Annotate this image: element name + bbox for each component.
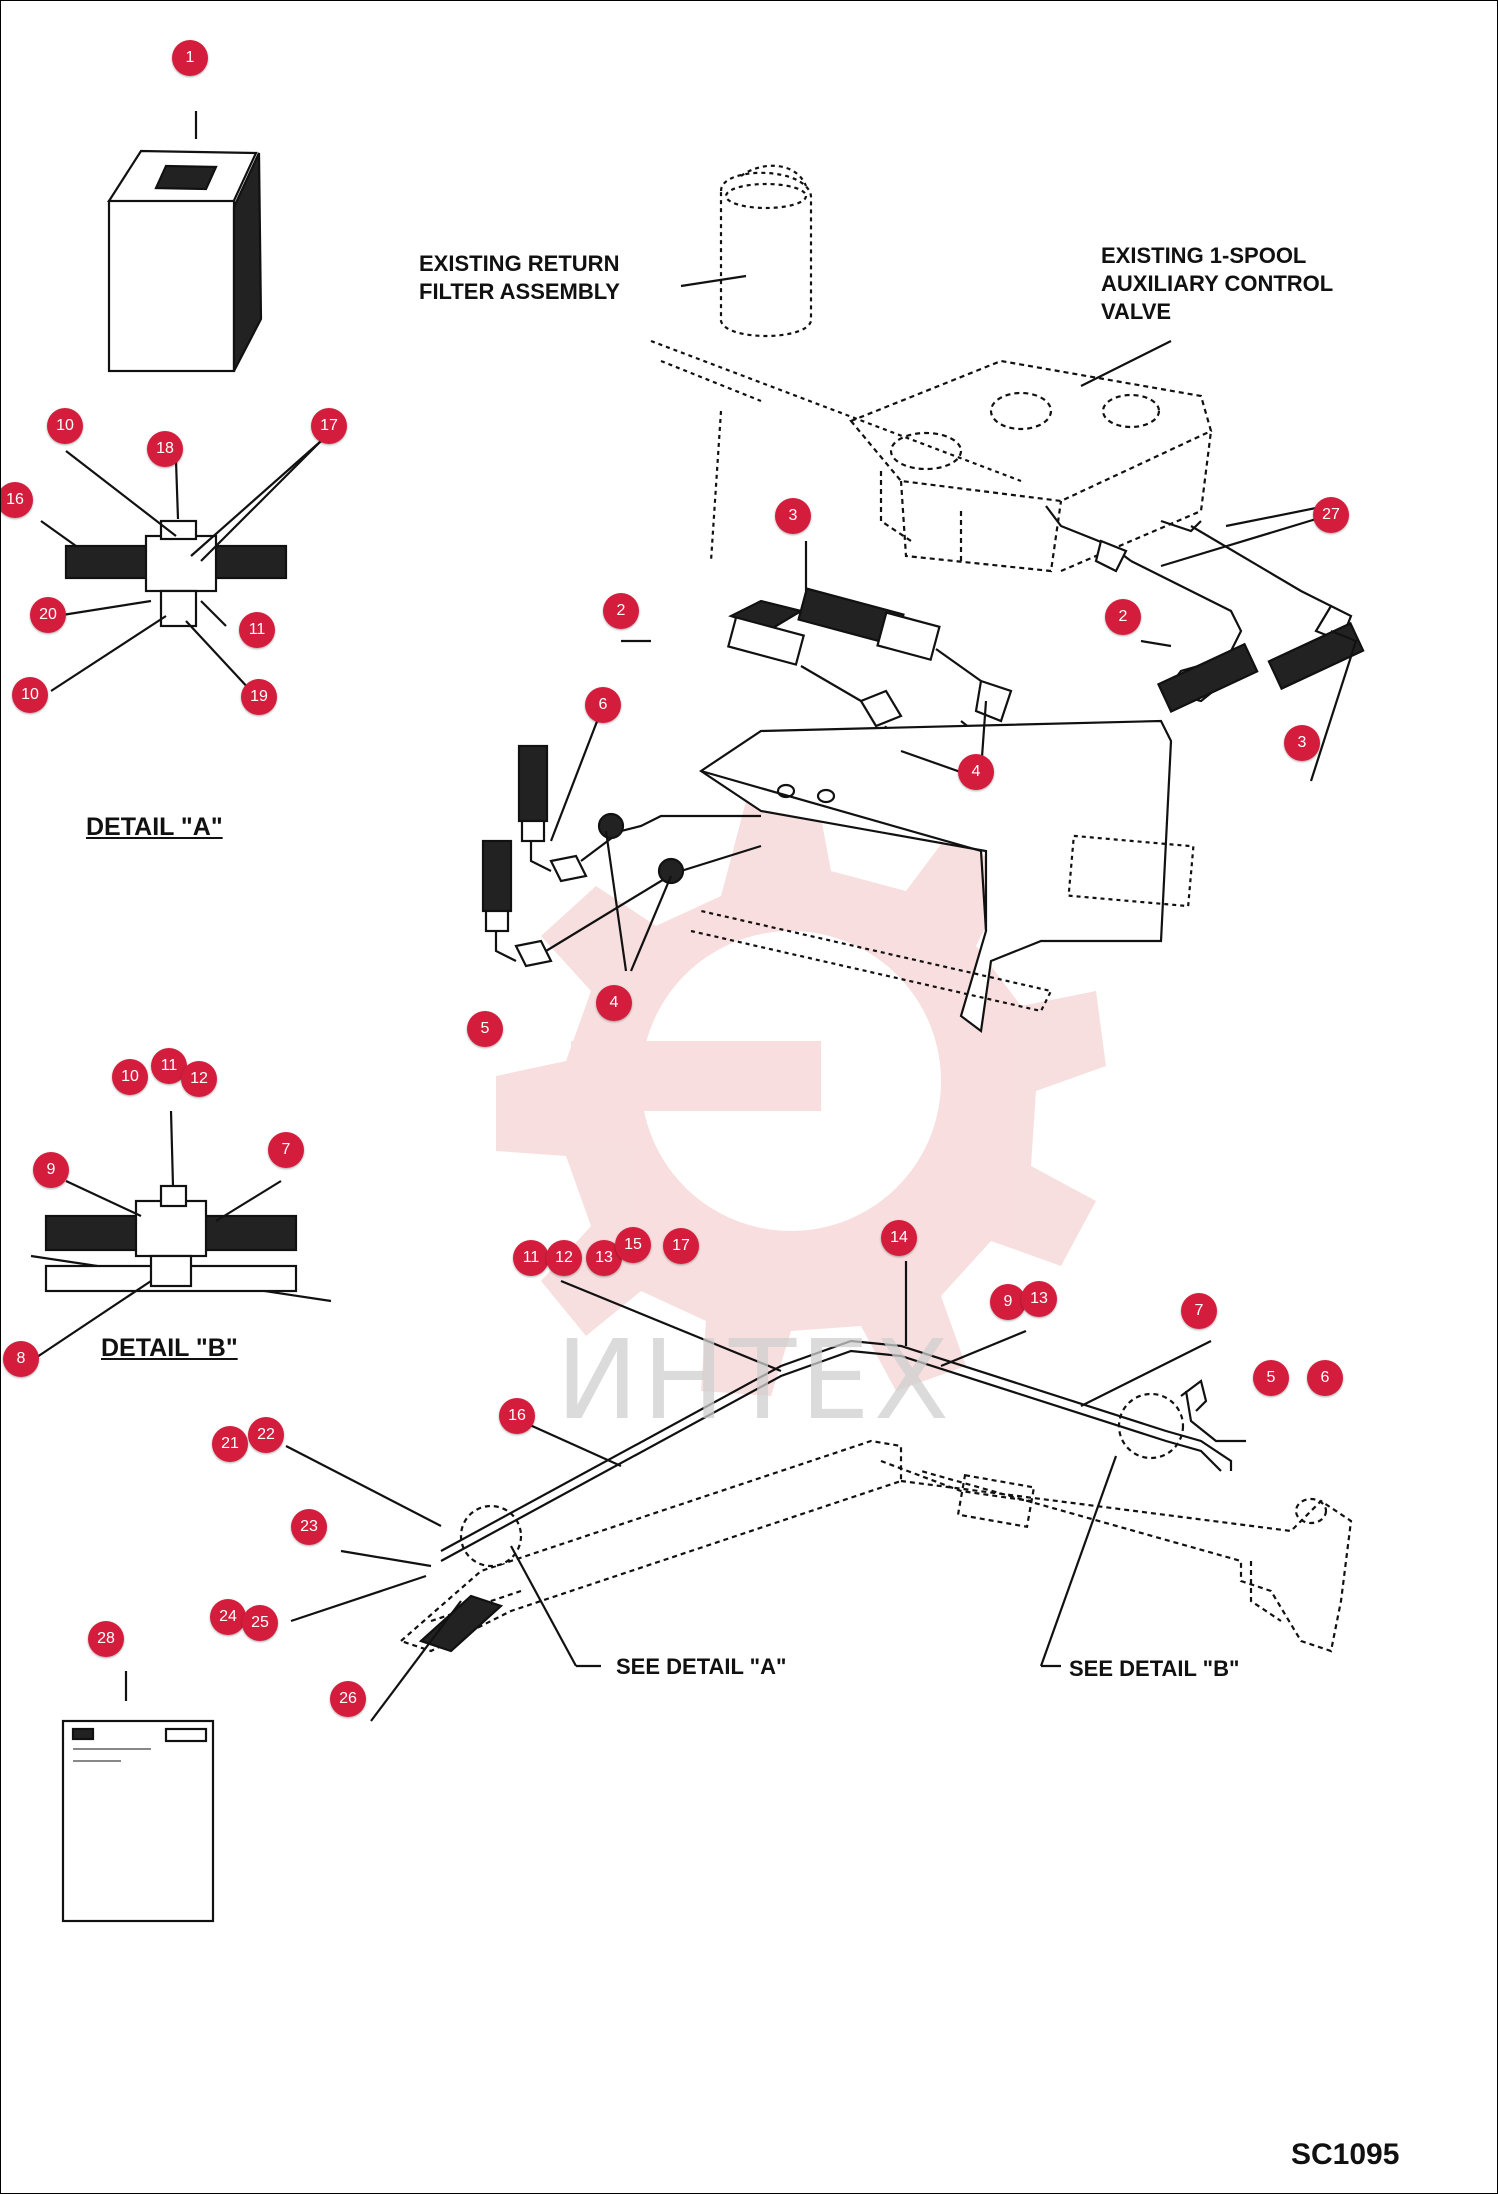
detail-b-title: DETAIL "B" (101, 1334, 238, 1362)
callout-11[interactable]: 11 (513, 1240, 549, 1276)
callout-3[interactable]: 3 (775, 498, 811, 534)
callout-17[interactable]: 17 (663, 1228, 699, 1264)
callout-12[interactable]: 12 (546, 1240, 582, 1276)
callout-7[interactable]: 7 (268, 1132, 304, 1168)
callout-24[interactable]: 24 (210, 1599, 246, 1635)
callout-2[interactable]: 2 (1105, 599, 1141, 635)
callout-18[interactable]: 18 (147, 431, 183, 467)
callout-16[interactable]: 16 (1, 482, 33, 518)
see-detail-b-label: SEE DETAIL "B" (1069, 1656, 1240, 1681)
callout-6[interactable]: 6 (1307, 1360, 1343, 1396)
callout-14[interactable]: 14 (881, 1220, 917, 1256)
callout-10[interactable]: 10 (12, 677, 48, 713)
callout-26[interactable]: 26 (330, 1681, 366, 1717)
callout-3[interactable]: 3 (1284, 725, 1320, 761)
callout-8[interactable]: 8 (3, 1341, 39, 1377)
callout-6[interactable]: 6 (585, 687, 621, 723)
watermark: ИНТЕХ (556, 1316, 954, 1444)
callout-17[interactable]: 17 (311, 408, 347, 444)
detail-a-title: DETAIL "A" (86, 813, 223, 841)
callout-2[interactable]: 2 (603, 593, 639, 629)
callout-4[interactable]: 4 (596, 985, 632, 1021)
callout-27[interactable]: 27 (1313, 497, 1349, 533)
callout-28[interactable]: 28 (88, 1621, 124, 1657)
callout-7[interactable]: 7 (1181, 1293, 1217, 1329)
callout-1[interactable]: 1 (172, 40, 208, 76)
callout-23[interactable]: 23 (291, 1509, 327, 1545)
callout-22[interactable]: 22 (248, 1417, 284, 1453)
callout-5[interactable]: 5 (467, 1011, 503, 1047)
callout-11[interactable]: 11 (239, 612, 275, 648)
callout-5[interactable]: 5 (1253, 1360, 1289, 1396)
callout-12[interactable]: 12 (181, 1061, 217, 1097)
callout-16[interactable]: 16 (499, 1398, 535, 1434)
callout-10[interactable]: 10 (112, 1059, 148, 1095)
drawing-code: SC1095 (1291, 2138, 1400, 2171)
callout-4[interactable]: 4 (958, 754, 994, 790)
callout-19[interactable]: 19 (241, 679, 277, 715)
callout-25[interactable]: 25 (242, 1605, 278, 1641)
callout-20[interactable]: 20 (30, 597, 66, 633)
callout-9[interactable]: 9 (990, 1284, 1026, 1320)
callout-15[interactable]: 15 (615, 1227, 651, 1263)
existing-valve-label: EXISTING 1-SPOOL AUXILIARY CONTROL VALVE (1101, 243, 1334, 324)
callout-9[interactable]: 9 (33, 1152, 69, 1188)
existing-filter-label: EXISTING RETURN FILTER ASSEMBLY (419, 251, 620, 304)
callout-21[interactable]: 21 (212, 1426, 248, 1462)
see-detail-a-label: SEE DETAIL "A" (616, 1654, 787, 1679)
callout-13[interactable]: 13 (1021, 1281, 1057, 1317)
callout-10[interactable]: 10 (47, 408, 83, 444)
